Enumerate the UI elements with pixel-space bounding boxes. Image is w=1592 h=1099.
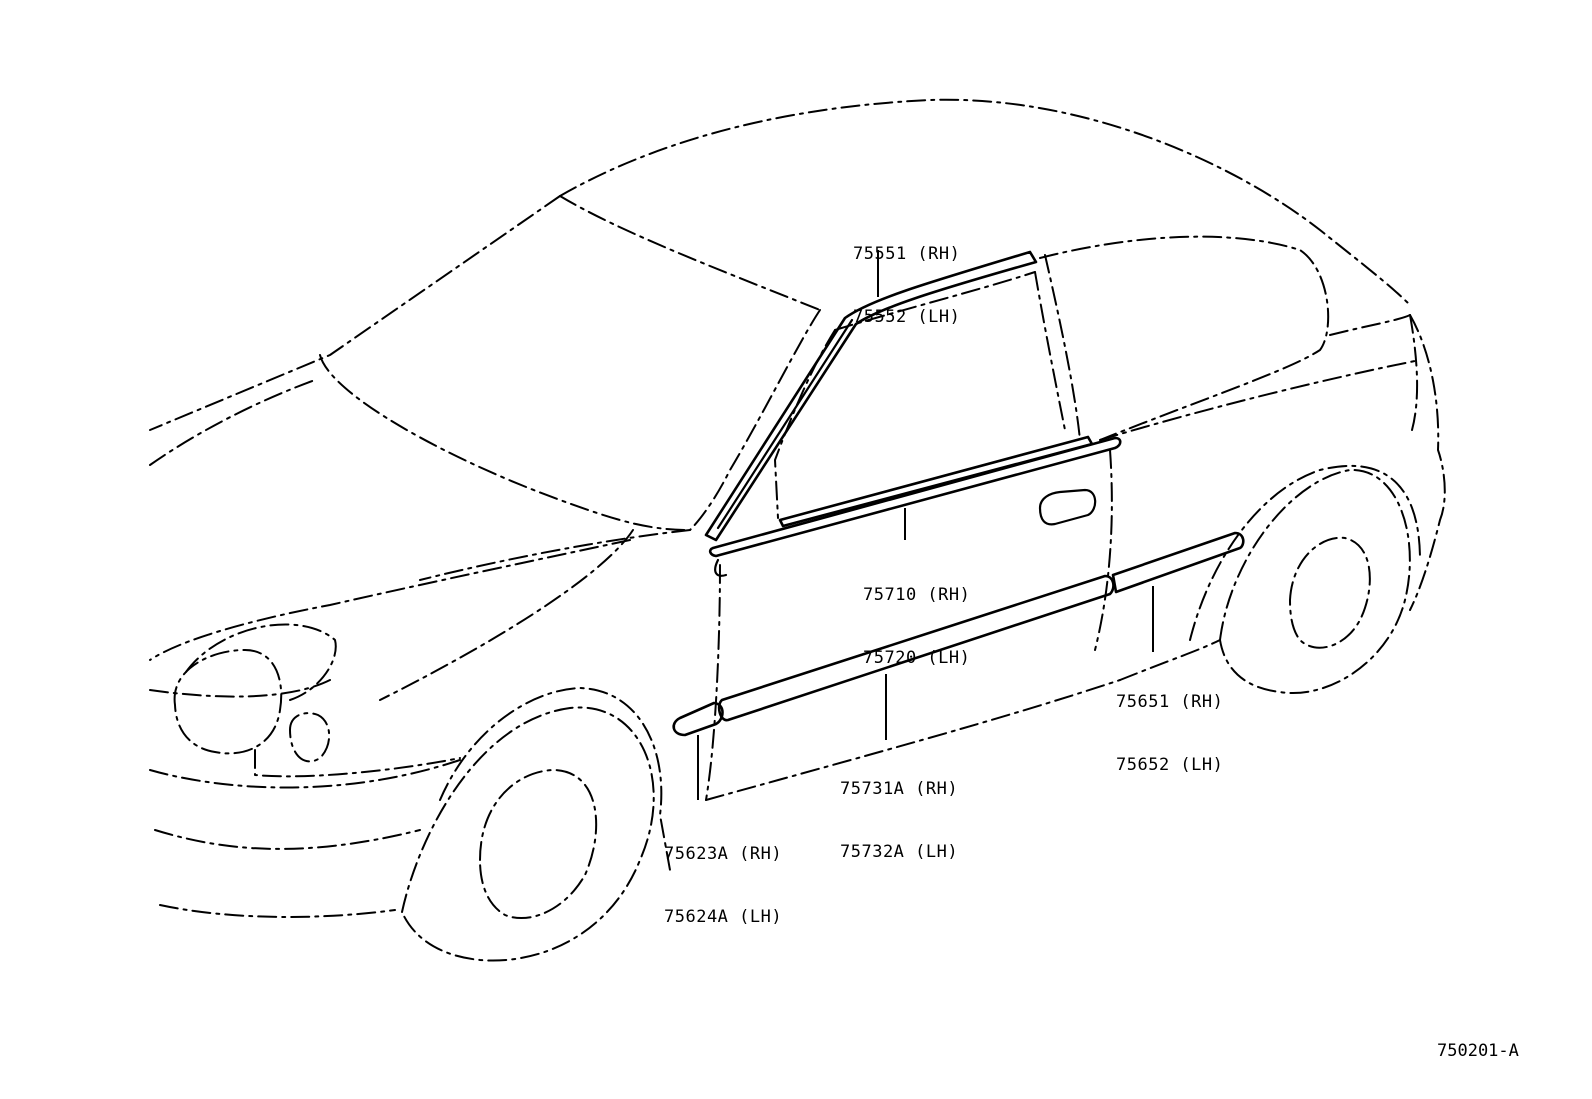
- belt-molding-part: [708, 435, 1122, 577]
- window-frame-molding-part: [704, 250, 1038, 542]
- part-number-rh: 75651 (RH): [1116, 692, 1224, 712]
- front-fender-molding-part: [672, 701, 724, 737]
- car-body-phantom-lines: [149, 98, 1446, 962]
- part-number-lh: 75652 (LH): [1116, 755, 1224, 775]
- label-door-side-molding: 75731A (RH) 75732A (LH): [840, 737, 958, 905]
- part-number-rh: 75731A (RH): [840, 779, 959, 799]
- part-number-rh: 75551 (RH): [853, 244, 961, 264]
- label-rear-side-molding: 75651 (RH) 75652 (LH): [1116, 650, 1223, 818]
- part-number-lh: 75624A (LH): [664, 907, 783, 927]
- rear-side-molding-part: [1111, 531, 1245, 594]
- part-number-rh: 75710 (RH): [863, 585, 971, 605]
- part-number-lh: 75720 (LH): [863, 648, 971, 668]
- door-handle: [1038, 488, 1097, 526]
- part-number-rh: 75623A (RH): [664, 844, 783, 864]
- label-front-fender-molding: 75623A (RH) 75624A (LH): [664, 802, 782, 970]
- door-side-molding-part: [717, 574, 1115, 722]
- leader-lines: [697, 250, 1154, 800]
- part-number-lh: 75732A (LH): [840, 842, 959, 862]
- illustration-reference-code: 750201-A: [1437, 1041, 1519, 1061]
- label-belt-molding: 75710 (RH) 75720 (LH): [863, 543, 970, 711]
- part-number-lh: 75552 (LH): [853, 307, 961, 327]
- label-window-frame-molding: 75551 (RH) 75552 (LH): [853, 202, 960, 370]
